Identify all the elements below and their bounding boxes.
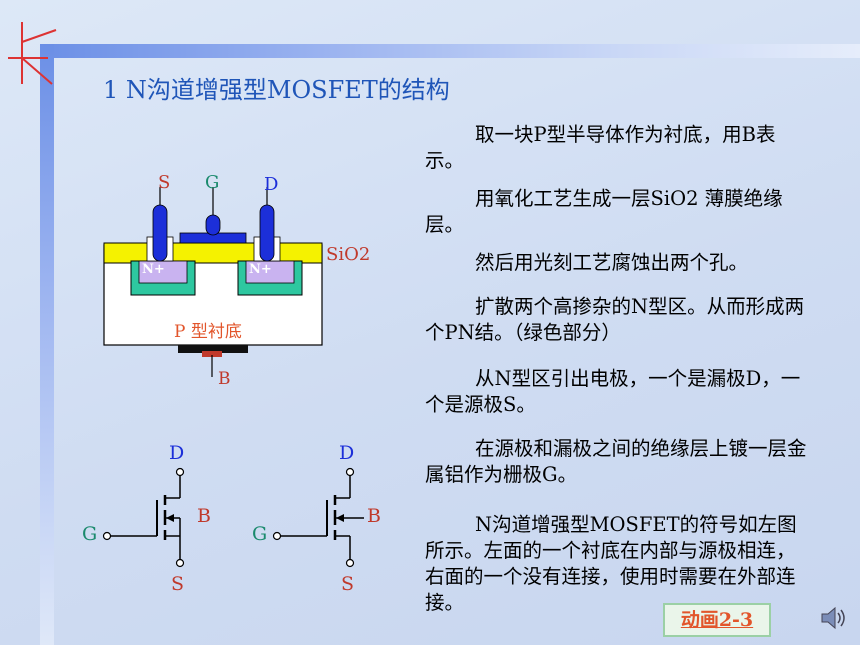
bulk-contact (178, 345, 248, 353)
paragraph-substrate: 取一块P型半导体作为衬底，用B表示。 (425, 123, 776, 172)
label-d: D (264, 174, 279, 195)
label-s: S (158, 172, 171, 193)
symbol-left-d: D (169, 442, 185, 464)
drain-electrode (259, 204, 275, 262)
gate-electrode (205, 214, 221, 236)
symbol-right-g: G (252, 523, 268, 545)
paragraph-etch: 然后用光刻工艺腐蚀出两个孔。 (475, 251, 749, 274)
label-n1: N+ (142, 262, 165, 277)
top-decor-band (40, 44, 860, 58)
symbol-right-b: B (367, 505, 381, 527)
corner-cross-logo (0, 0, 70, 100)
label-b: B (218, 369, 231, 389)
symbol-right-s: S (341, 573, 355, 595)
mosfet-symbol-left: D G B S (80, 440, 230, 600)
mosfet-structure-diagram: S G D SiO2 N+ N+ P 型衬底 B (90, 165, 380, 395)
symbol-right-d: D (339, 442, 355, 464)
label-substrate: P 型衬底 (174, 322, 242, 342)
mosfet-symbol-right: D G B S (250, 440, 400, 600)
paragraph-electrodes: 从N型区引出电极，一个是漏极D，一个是源极S。 (425, 367, 801, 416)
speaker-icon[interactable] (818, 603, 848, 633)
slide-title: 1 N沟道增强型MOSFET的结构 (103, 76, 450, 104)
label-g: G (205, 172, 220, 193)
paragraph-gate: 在源极和漏极之间的绝缘层上镀一层金属铝作为栅极G。 (425, 437, 807, 486)
paragraph-symbol: N沟道增强型MOSFET的符号如左图所示。左面的一个衬底在内部与源极相连，右面的… (425, 513, 797, 614)
source-electrode (152, 204, 168, 262)
label-sio2: SiO2 (326, 244, 371, 265)
symbol-left-s: S (171, 573, 185, 595)
paragraph-oxide: 用氧化工艺生成一层SiO2 薄膜绝缘层。 (425, 187, 783, 236)
left-decor-band (40, 44, 54, 645)
paragraph-diffusion: 扩散两个高掺杂的N型区。从而形成两个PN结。（绿色部分） (425, 295, 805, 344)
symbol-left-b: B (197, 505, 211, 527)
symbol-left-g: G (82, 523, 98, 545)
animation-link-button[interactable]: 动画2-3 (663, 603, 771, 637)
label-n2: N+ (249, 262, 272, 277)
sio2-layer (103, 242, 323, 264)
